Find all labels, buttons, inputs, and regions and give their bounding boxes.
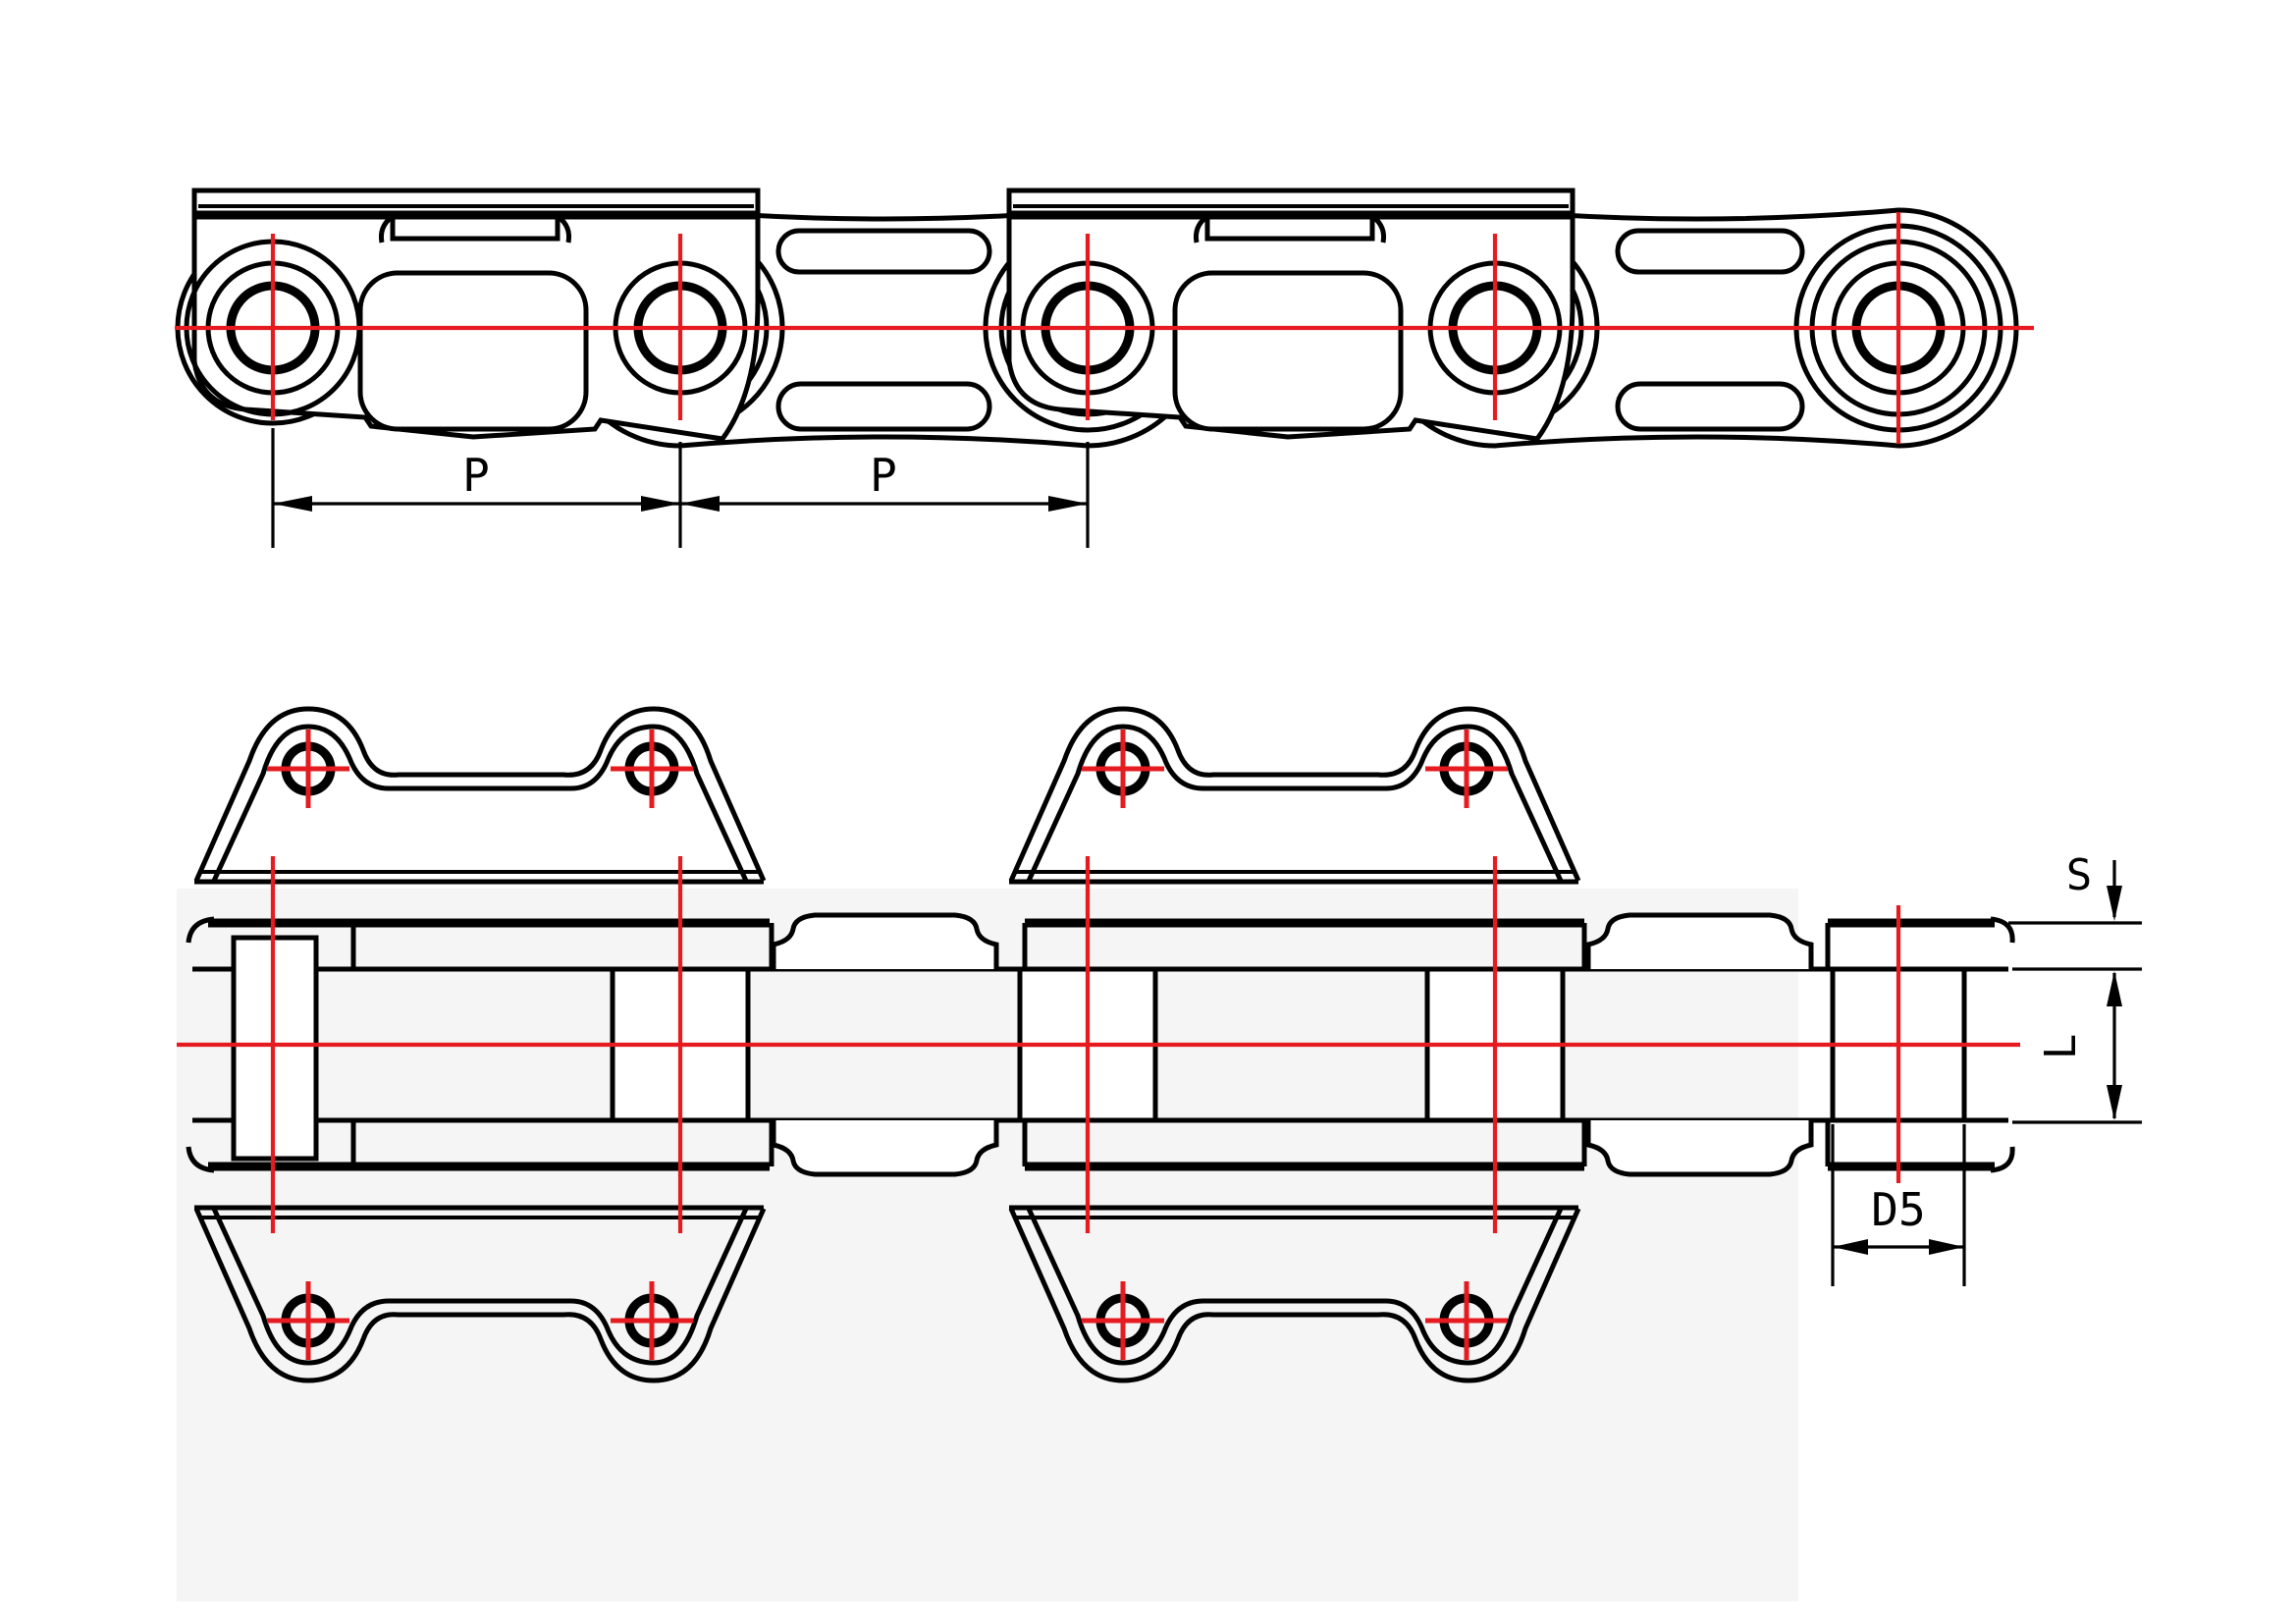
plate-window bbox=[1172, 270, 1404, 432]
dimension-arrowhead bbox=[2107, 1085, 2122, 1120]
side-view-centerlines bbox=[175, 212, 2034, 444]
side-elevation-view: P P bbox=[175, 188, 2034, 548]
dimension-arrowhead bbox=[641, 496, 680, 512]
plan-half bbox=[186, 706, 2015, 972]
plan-view-centerlines bbox=[177, 730, 2020, 1360]
plan-view: S L D5 bbox=[177, 706, 2142, 1380]
pitch-label: P bbox=[462, 449, 490, 502]
link-slot bbox=[1615, 381, 1805, 432]
plate-end-cap bbox=[1990, 916, 2015, 944]
plate-notch bbox=[390, 219, 561, 242]
inner-width-label: L bbox=[2036, 1034, 2086, 1060]
pitch-dimension: P P bbox=[271, 428, 1090, 548]
notch-hook-right bbox=[1371, 215, 1386, 244]
dimension-arrowhead bbox=[1833, 1239, 1868, 1255]
link-slot bbox=[775, 381, 992, 432]
dimension-arrowhead bbox=[273, 496, 312, 512]
attachment-bracket bbox=[1008, 706, 1581, 885]
dimension-arrowhead bbox=[1929, 1239, 1964, 1255]
thickness-label: S bbox=[2066, 850, 2093, 900]
link-slot bbox=[775, 228, 992, 275]
inner-plate-bulge bbox=[1585, 912, 1814, 969]
inner-plate-bulge bbox=[771, 912, 999, 969]
plate-window bbox=[357, 270, 589, 432]
notch-hook-left bbox=[379, 215, 394, 244]
dimension-arrowhead bbox=[680, 496, 720, 512]
notch-hook-right bbox=[557, 215, 571, 244]
roller-diameter-label: D5 bbox=[1871, 1183, 1925, 1236]
dimension-arrowhead bbox=[1048, 496, 1088, 512]
notch-hook-left bbox=[1194, 215, 1208, 244]
dimension-arrowhead bbox=[2107, 971, 2122, 1006]
dimension-arrowhead bbox=[2107, 886, 2122, 921]
pitch-label: P bbox=[870, 449, 897, 502]
link-slot bbox=[1615, 228, 1805, 275]
attachment-top-plate bbox=[1006, 188, 1575, 442]
attachment-top-plate bbox=[191, 188, 761, 442]
plate-notch bbox=[1204, 219, 1375, 242]
plate-end-cap bbox=[186, 916, 215, 944]
inner-width-dimension-l: L bbox=[2012, 971, 2142, 1124]
thickness-dimension-s: S bbox=[2008, 850, 2142, 971]
roller-diameter-dimension-d5: D5 bbox=[1831, 1124, 1966, 1286]
hole-crosshairs bbox=[267, 730, 1508, 1360]
